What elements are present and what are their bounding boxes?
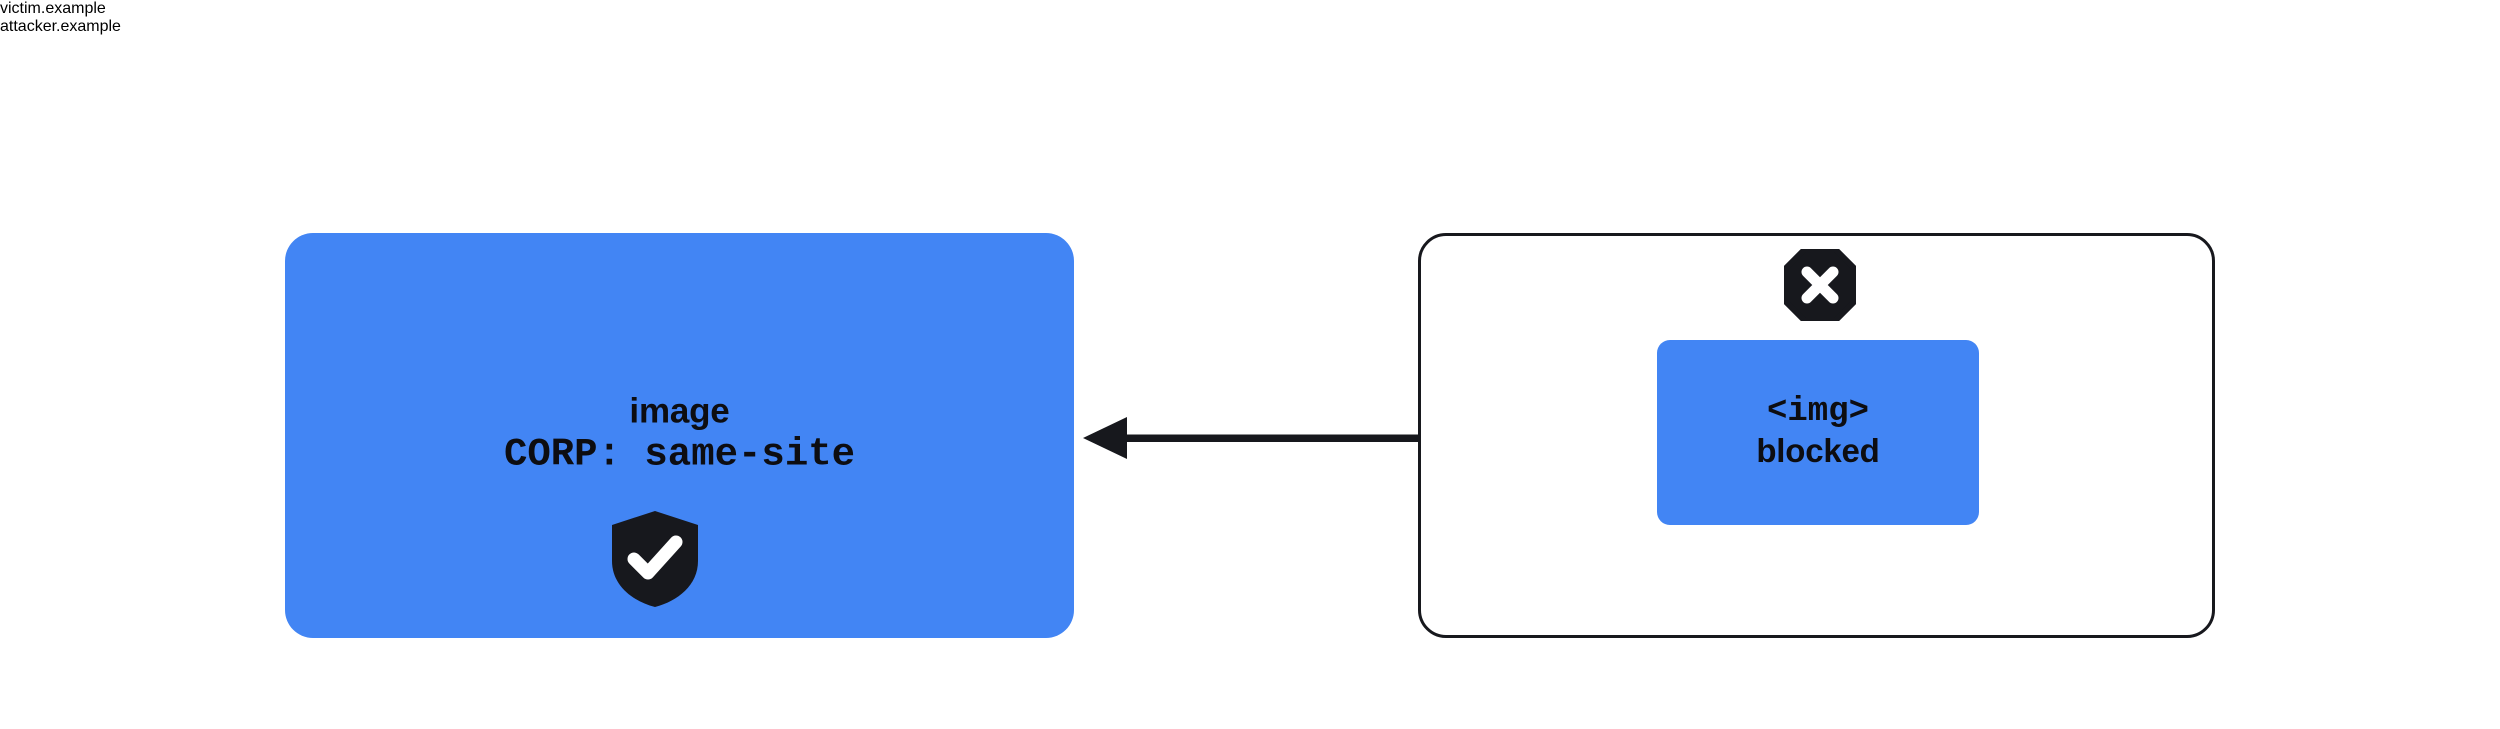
attacker-origin-label: attacker.example [0, 18, 121, 35]
attacker-img-tag: <img> [1766, 392, 1870, 431]
attacker-img-state: blocked [1756, 431, 1880, 469]
shield-check-icon [612, 511, 698, 607]
attacker-img-element-box: <img> blocked [1657, 340, 1979, 525]
victim-resource-header: CORP: same-site [503, 432, 856, 477]
victim-origin-label: victim.example [0, 0, 106, 17]
attacker-img-text: <img> blocked [1657, 391, 1979, 470]
victim-resource-box: image CORP: same-site [285, 233, 1074, 638]
octagon-x-icon [1784, 249, 1856, 321]
victim-resource-text: image CORP: same-site [285, 390, 1074, 477]
arrow-left-icon [1083, 417, 1665, 459]
victim-resource-name: image [629, 391, 730, 431]
